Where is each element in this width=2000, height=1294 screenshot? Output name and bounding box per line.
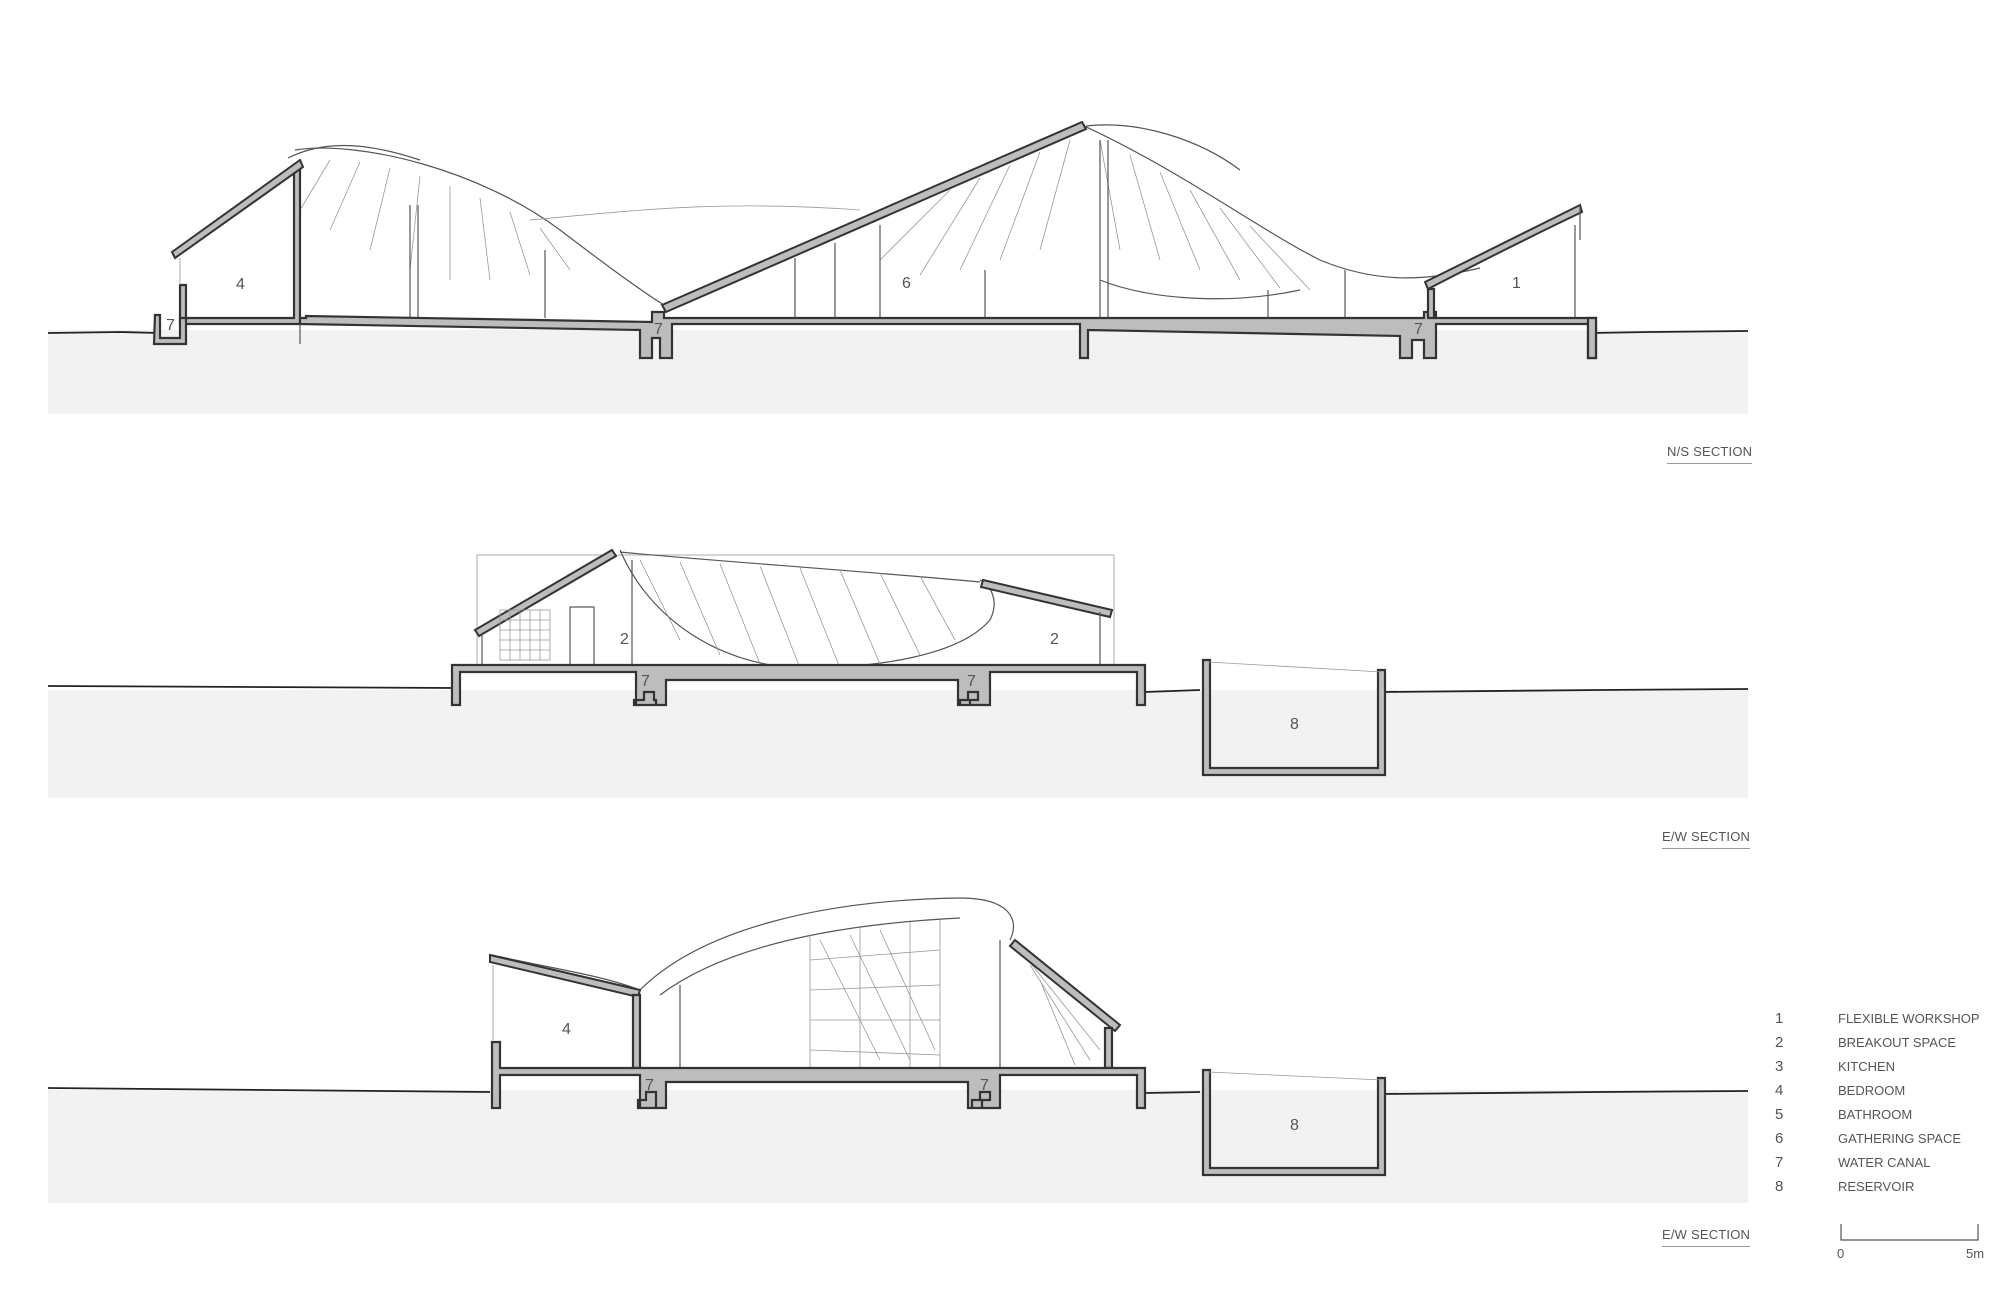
ns-ground-fill [48, 330, 1748, 414]
legend-text: GATHERING SPACE [1838, 1130, 1962, 1146]
legend: 1 FLEXIBLE WORKSHOP 2 BREAKOUT SPACE 3 KITC… [1775, 1006, 1995, 1198]
ns-canopy-left [294, 147, 665, 306]
ew1-canopy-ribs [639, 559, 956, 669]
ns-label-bedroom: 4 [236, 276, 245, 293]
scale-bar: 0 5m [1837, 1222, 1984, 1262]
ns-workshop-wall [1426, 287, 1436, 320]
ew2-label-reservoir: 8 [1290, 1117, 1299, 1134]
ew2-bedroom-wall [631, 993, 642, 1070]
legend-text: WATER CANAL [1838, 1154, 1931, 1170]
ew1-roof-left [473, 548, 618, 638]
ns-bedroom-wall [178, 168, 302, 326]
ns-label-canal-c: 7 [1414, 321, 1423, 338]
legend-number: 8 [1775, 1177, 1784, 1195]
ew2-canopy-inner [659, 917, 961, 996]
legend-item: 7 WATER CANAL [1775, 1150, 1995, 1174]
legend-text: BATHROOM [1838, 1106, 1913, 1122]
legend-text: RESERVOIR [1838, 1178, 1915, 1194]
ew1-ground-line [47, 685, 1749, 693]
ns-canopy-ribs [299, 139, 1311, 291]
ew1-label-canal-b: 7 [967, 673, 976, 690]
ew1-floor-slab [450, 663, 1147, 707]
ns-slab-left [298, 310, 1598, 360]
legend-number: 5 [1775, 1105, 1784, 1123]
ew1-section: 2 2 7 7 8 [47, 548, 1749, 798]
legend-item: 5 BATHROOM [1775, 1102, 1995, 1126]
ns-roof-left-slope [660, 120, 1088, 314]
ns-bedroom-roof [170, 158, 305, 260]
ew2-ground-line [47, 1087, 1749, 1095]
ns-label-workshop: 1 [1512, 275, 1521, 292]
ns-roof-peak-line [1085, 124, 1241, 171]
ew1-canopy-upper [619, 551, 981, 583]
legend-item: 4 BEDROOM [1775, 1078, 1995, 1102]
ns-roof-right-slope [1423, 203, 1584, 291]
legend-text: BEDROOM [1838, 1082, 1906, 1098]
ew1-ground-fill [48, 690, 1748, 798]
legend-text: FLEXIBLE WORKSHOP [1838, 1010, 1980, 1026]
legend-number: 2 [1775, 1033, 1784, 1051]
ns-label-canal-b: 7 [654, 321, 663, 338]
ew1-label-canal-a: 7 [641, 673, 650, 690]
ns-canopy-back [529, 205, 861, 221]
ew2-floor-slab [490, 1040, 1147, 1110]
ew2-label-canal-a: 7 [645, 1077, 654, 1094]
ns-columns [409, 140, 1576, 318]
ew1-reservoir [1201, 658, 1387, 777]
ew2-canopy-grid [809, 920, 1101, 1068]
ew2-label-canal-b: 7 [980, 1077, 989, 1094]
ew2-roof-right [1008, 938, 1122, 1033]
ew1-label-breakout-left: 2 [620, 631, 629, 648]
legend-number: 7 [1775, 1153, 1784, 1171]
scale-end: 5m [1966, 1246, 1985, 1261]
ew1-roof-right [979, 578, 1114, 619]
legend-number: 6 [1775, 1129, 1784, 1147]
ns-floor-slab [152, 313, 188, 346]
legend-item: 3 KITCHEN [1775, 1054, 1995, 1078]
ns-section: 4 6 1 7 7 7 [47, 120, 1749, 414]
ew1-back-elevation [476, 554, 1115, 666]
ns-canopy-inner [1099, 279, 1301, 300]
ns-canopy-right [1081, 124, 1481, 279]
ew2-canopy-top [639, 897, 1015, 991]
legend-item: 2 BREAKOUT SPACE [1775, 1030, 1995, 1054]
legend-item: 6 GATHERING SPACE [1775, 1126, 1995, 1150]
legend-number: 4 [1775, 1081, 1784, 1099]
ew2-reservoir-cover [1207, 1071, 1383, 1081]
ew2-right-wall [1103, 1026, 1114, 1070]
ns-section-title: N/S SECTION [1667, 444, 1753, 464]
ns-right-wall [1586, 316, 1598, 360]
scale-start: 0 [1837, 1246, 1845, 1261]
legend-number: 1 [1775, 1009, 1784, 1027]
ew1-label-reservoir: 8 [1290, 716, 1299, 733]
ew2-section-title: E/W SECTION [1662, 1227, 1751, 1247]
legend-item: 8 RESERVOIR [1775, 1174, 1995, 1198]
ns-canopy-left-upper [287, 144, 421, 161]
ns-ground-line [47, 330, 1749, 334]
legend-text: KITCHEN [1838, 1058, 1896, 1074]
ew1-section-title: E/W SECTION [1662, 829, 1751, 849]
ew1-reservoir-cover [1207, 661, 1383, 673]
ns-label-gathering: 6 [902, 275, 911, 292]
ew2-roof-left [489, 953, 642, 999]
legend-item: 1 FLEXIBLE WORKSHOP [1775, 1006, 1995, 1030]
ns-label-canal-a: 7 [166, 317, 175, 334]
legend-text: BREAKOUT SPACE [1838, 1034, 1956, 1050]
ew1-window-grid [499, 609, 551, 661]
ew2-section: 4 7 7 8 [47, 897, 1749, 1203]
ew2-reservoir [1201, 1068, 1387, 1177]
ew1-label-breakout-right: 2 [1050, 631, 1059, 648]
ew1-door [569, 606, 595, 666]
ew2-ground-fill [48, 1090, 1748, 1203]
ew2-label-bedroom: 4 [562, 1021, 571, 1038]
scale-bar-line [1840, 1224, 1979, 1241]
legend-number: 3 [1775, 1057, 1784, 1075]
